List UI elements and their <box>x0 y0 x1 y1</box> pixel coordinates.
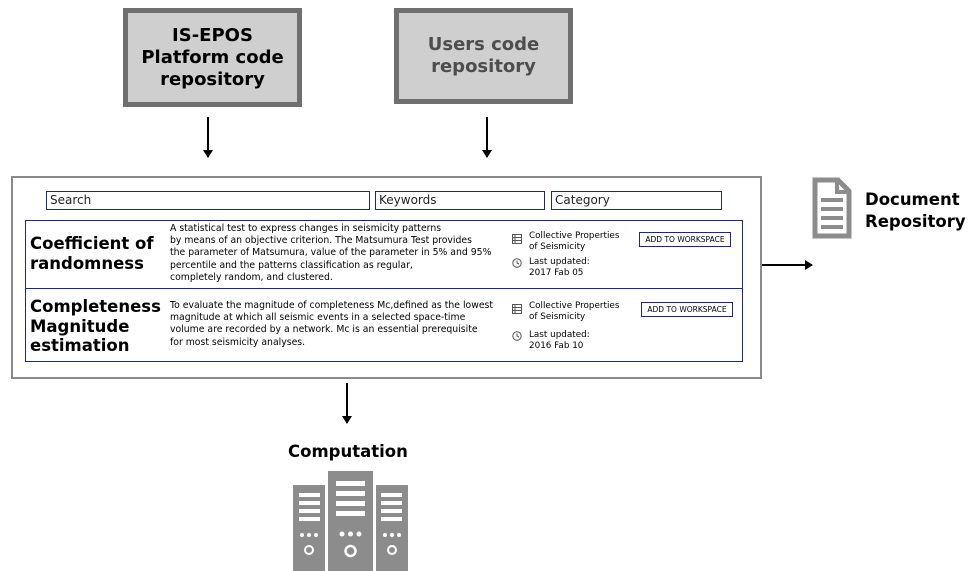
server-icon <box>293 471 408 571</box>
service-card-description: A statistical test to express changes in… <box>170 223 492 283</box>
platform-code-repository-box: IS-EPOS Platform code repository <box>123 8 302 107</box>
search-input-placeholder: Search <box>50 193 92 207</box>
arrow-panel-to-computation <box>342 383 352 424</box>
service-card: Completeness Magnitude estimation To eva… <box>25 288 743 362</box>
keywords-input-placeholder: Keywords <box>379 193 437 207</box>
service-catalog-panel: Search Keywords Category Coefficient of … <box>11 176 762 379</box>
arrow-panel-to-document-repository <box>762 260 813 270</box>
clock-icon <box>512 331 522 341</box>
list-icon <box>512 304 522 314</box>
platform-code-repository-label: IS-EPOS Platform code repository <box>141 24 284 90</box>
arrow-platform-to-panel <box>203 117 213 158</box>
users-code-repository-box: Users code repository <box>394 8 573 104</box>
service-card-title: Completeness Magnitude estimation <box>30 297 161 355</box>
list-icon <box>512 234 522 244</box>
category-select[interactable]: Category <box>551 191 722 210</box>
service-card-description: To evaluate the magnitude of completenes… <box>170 300 494 348</box>
users-code-repository-label: Users code repository <box>427 34 540 77</box>
clock-icon <box>512 258 522 268</box>
keywords-input[interactable]: Keywords <box>375 191 545 210</box>
document-icon <box>812 177 852 239</box>
document-repository-label-line2: Repository <box>865 212 966 231</box>
document-repository-label-line1: Document <box>865 190 960 209</box>
arrow-users-to-panel <box>482 117 492 158</box>
search-input[interactable]: Search <box>46 191 370 210</box>
service-card: Coefficient of randomness A statistical … <box>25 220 743 289</box>
service-card-category: Collective Properties of Seismicity <box>529 301 620 322</box>
service-card-last-updated: Last updated: 2016 Fab 10 <box>529 330 590 351</box>
service-card-category: Collective Properties of Seismicity <box>529 231 620 252</box>
category-select-placeholder: Category <box>555 193 610 207</box>
computation-label: Computation <box>288 442 408 461</box>
document-repository-label: Document Repository <box>865 189 966 233</box>
service-card-title: Coefficient of randomness <box>30 234 154 273</box>
service-card-last-updated: Last updated: 2017 Fab 05 <box>529 257 590 278</box>
add-to-workspace-button[interactable]: ADD TO WORKSPACE <box>639 232 731 247</box>
add-to-workspace-button[interactable]: ADD TO WORKSPACE <box>641 302 733 317</box>
